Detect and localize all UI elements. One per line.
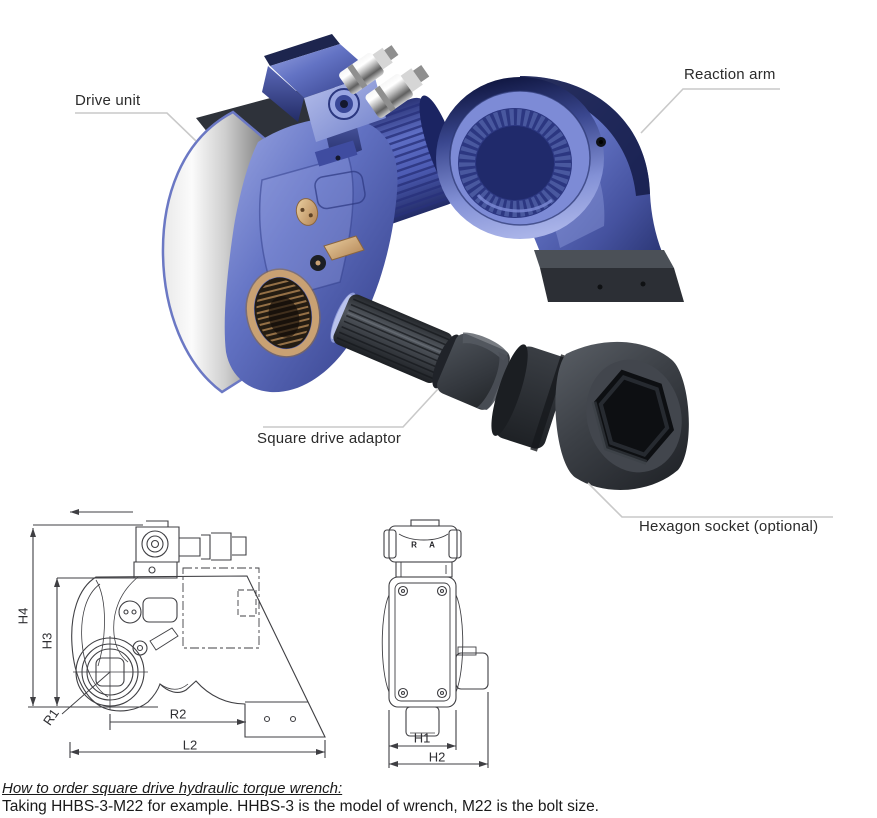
brass-port	[295, 198, 319, 226]
hex-socket-face	[586, 359, 682, 473]
reaction-arm-ring	[436, 77, 604, 239]
square-drive-adaptor-label: Square drive adaptor	[257, 430, 402, 447]
hexagon-socket-3d	[491, 341, 689, 490]
drive-unit-leader	[75, 112, 197, 142]
ordering-note-body: Taking HHBS-3-M22 for example. HHBS-3 is…	[2, 798, 599, 815]
front-view-drawing	[381, 519, 489, 768]
dim-h1: H1	[413, 730, 431, 746]
stamp-a: A	[429, 540, 435, 550]
reaction-arm-label: Reaction arm	[684, 66, 776, 83]
ordering-note-heading: How to order square drive hydraulic torq…	[2, 780, 343, 797]
reaction-arm-leader	[640, 88, 780, 134]
square-drive-adaptor-3d	[330, 292, 510, 410]
dim-h3: H3	[39, 632, 55, 650]
drive-unit-3d	[161, 34, 463, 394]
drive-unit-label: Drive unit	[75, 92, 141, 109]
dim-l2: L2	[182, 737, 198, 753]
dim-r2: R2	[169, 706, 187, 722]
drive-bore	[245, 268, 321, 358]
side-view-drawing	[28, 509, 326, 758]
dim-h4: H4	[15, 607, 31, 625]
reaction-arm-3d	[436, 76, 684, 302]
dim-h2: H2	[428, 749, 446, 765]
chrome-coupler-icon	[339, 45, 430, 118]
drive-unit-swivel	[262, 34, 386, 167]
leader-lines	[75, 88, 833, 518]
square-drive-adaptor-leader	[263, 388, 439, 428]
hexagon-socket-label: Hexagon socket (optional)	[639, 518, 819, 535]
hexagon-socket-leader	[587, 482, 833, 518]
stamp-r: R	[411, 540, 417, 550]
